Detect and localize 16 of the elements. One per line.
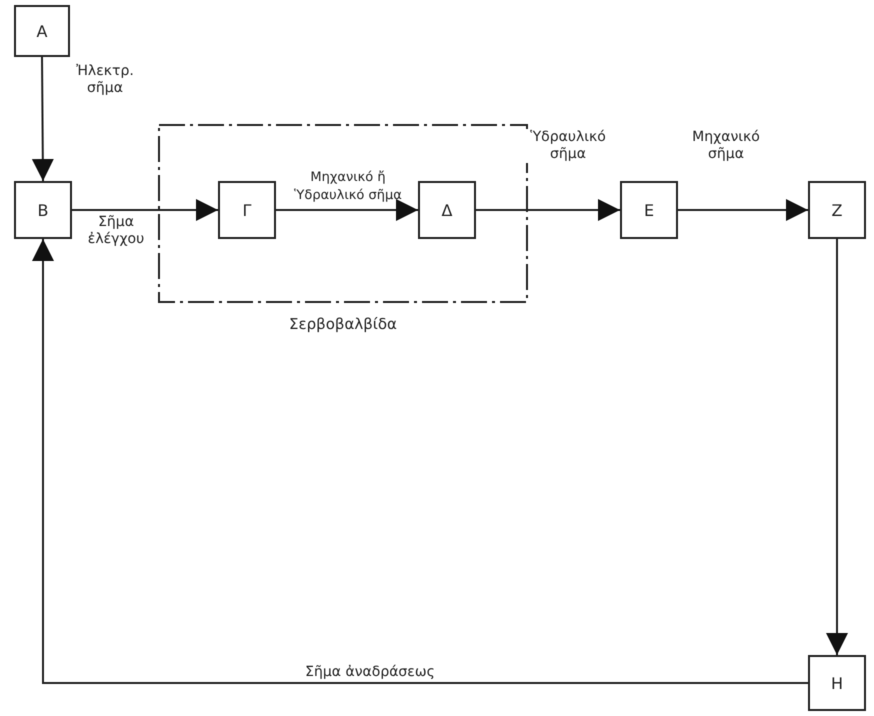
- arrow: [476, 199, 620, 221]
- arrow: [276, 199, 418, 221]
- arrow: [826, 239, 848, 655]
- arrow: [32, 239, 808, 684]
- arrow: [32, 57, 54, 181]
- block-box: Δ: [418, 181, 476, 239]
- arrow: [678, 199, 808, 221]
- block-box: H: [808, 655, 866, 711]
- arrow: [72, 199, 218, 221]
- edge-label: Μηχανικό ἤ Ὑδραυλικό σῆμα: [293, 169, 403, 205]
- block-box: A: [14, 5, 70, 57]
- block-box: Γ: [218, 181, 276, 239]
- block-box: E: [620, 181, 678, 239]
- block-box: Z: [808, 181, 866, 239]
- group-title: Σερβοβαλβίδα: [289, 315, 397, 333]
- block-box: B: [14, 181, 72, 239]
